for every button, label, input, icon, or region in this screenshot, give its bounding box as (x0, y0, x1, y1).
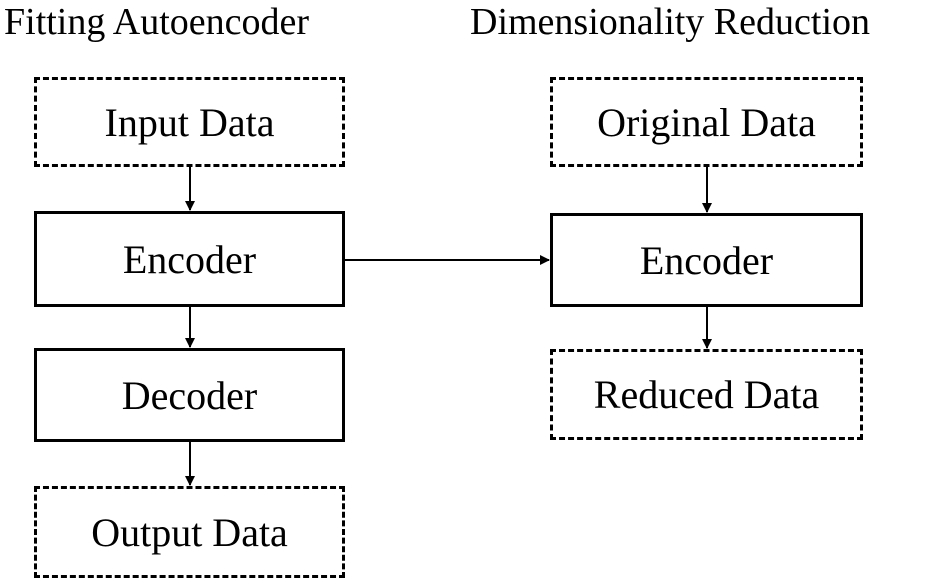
encoder-label-left: Encoder (122, 236, 257, 282)
encoder-label-right: Encoder (639, 237, 774, 283)
input-data-label: Input Data (104, 99, 275, 145)
input-data-box: Input Data (34, 77, 345, 167)
original-data-box: Original Data (550, 77, 863, 167)
original-data-label: Original Data (597, 99, 816, 145)
encoder-box-right: Encoder (550, 213, 863, 307)
decoder-box: Decoder (34, 348, 345, 442)
reduced-data-box: Reduced Data (550, 349, 863, 440)
output-data-label: Output Data (91, 509, 288, 555)
encoder-box-left: Encoder (34, 211, 345, 307)
reduced-data-label: Reduced Data (593, 372, 820, 417)
heading-fitting-autoencoder: Fitting Autoencoder (4, 1, 310, 43)
heading-dimensionality-reduction: Dimensionality Reduction (470, 1, 871, 43)
output-data-box: Output Data (34, 486, 345, 578)
decoder-label: Decoder (121, 372, 258, 418)
